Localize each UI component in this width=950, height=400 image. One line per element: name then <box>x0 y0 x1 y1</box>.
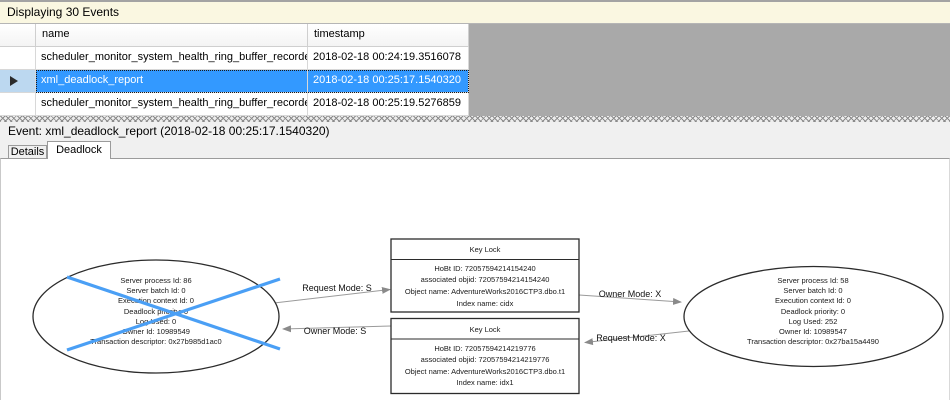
events-count-label: Displaying 30 Events <box>7 5 120 19</box>
process-line: Server batch Id: 0 <box>783 286 842 295</box>
resource-node-bottom[interactable]: Key Lock HoBt ID: 72057594214219776 asso… <box>390 317 580 395</box>
tab-details[interactable]: Details <box>8 145 47 158</box>
edge-owner-mode-s: Owner Mode: S <box>282 325 392 336</box>
grid-header-row: name timestamp <box>0 24 469 47</box>
grid-header-name[interactable]: name <box>36 24 308 47</box>
edge-request-mode-x: Request Mode: X <box>584 330 690 346</box>
selected-event-title: Event: xml_deadlock_report (2018-02-18 0… <box>8 124 330 138</box>
edge-label-owner-mode-x: Owner Mode: X <box>599 289 662 299</box>
edge-label-request-mode-s: Request Mode: S <box>302 283 372 293</box>
row-name-cell[interactable]: scheduler_monitor_system_health_ring_buf… <box>36 47 308 70</box>
process-line: Server process Id: 58 <box>777 276 848 285</box>
edge-request-mode-s: Request Mode: S <box>273 283 391 304</box>
process-ellipse[interactable] <box>683 265 944 368</box>
resource-node-top[interactable]: Key Lock HoBt ID: 72057594214154240 asso… <box>390 238 580 313</box>
row-timestamp-cell[interactable]: 2018-02-18 00:24:19.3516078 <box>308 47 469 70</box>
table-row-selected[interactable]: xml_deadlock_report 2018-02-18 00:25:17.… <box>0 70 469 93</box>
process-ellipse[interactable] <box>32 259 280 374</box>
current-row-indicator-icon <box>10 76 18 86</box>
edge-label-request-mode-x: Request Mode: X <box>596 333 666 343</box>
resource-line: associated objid: 72057594214154240 <box>421 275 550 284</box>
table-row[interactable]: scheduler_monitor_system_health_ring_buf… <box>0 47 469 70</box>
row-selector-cell[interactable] <box>0 47 36 70</box>
deadlock-graph: Request Mode: S Owner Mode: S Owner Mode… <box>32 238 944 395</box>
victim-cross-line <box>66 277 281 352</box>
resource-line: Object name: AdventureWorks2016CTP3.dbo.… <box>405 367 565 376</box>
process-line: Execution context Id: 0 <box>775 296 851 305</box>
process-line: Deadlock priority: 0 <box>781 307 845 316</box>
resource-line: Index name: idx1 <box>456 378 513 387</box>
row-name-cell[interactable]: xml_deadlock_report <box>36 70 308 93</box>
process-node-right[interactable]: Server process Id: 58 Server batch Id: 0… <box>683 265 944 368</box>
edge-line <box>578 294 682 305</box>
resource-title: Key Lock <box>470 325 501 334</box>
event-detail-tabs: Details Deadlock <box>0 141 950 159</box>
row-timestamp-cell[interactable]: 2018-02-18 00:25:17.1540320 <box>308 70 469 93</box>
edge-line <box>584 330 690 346</box>
process-node-victim[interactable]: Server process Id: 86 Server batch Id: 0… <box>32 259 281 374</box>
resource-line: associated objid: 72057594214219776 <box>421 355 550 364</box>
resource-rect[interactable] <box>390 317 580 395</box>
resource-rect[interactable] <box>390 238 580 313</box>
splitter-handle[interactable] <box>0 116 950 122</box>
edge-line <box>282 325 392 333</box>
row-name-cell[interactable]: scheduler_monitor_system_health_ring_buf… <box>36 93 308 116</box>
tab-deadlock[interactable]: Deadlock <box>47 141 111 159</box>
process-line: Server batch Id: 0 <box>126 286 185 295</box>
table-row[interactable]: scheduler_monitor_system_health_ring_buf… <box>0 93 469 116</box>
row-timestamp-cell[interactable]: 2018-02-18 00:25:19.5276859 <box>308 93 469 116</box>
edge-owner-mode-x: Owner Mode: X <box>578 289 682 305</box>
process-line: Server process Id: 86 <box>120 276 191 285</box>
resource-line: HoBt ID: 72057594214219776 <box>434 344 535 353</box>
edge-line <box>273 286 391 304</box>
resource-title: Key Lock <box>470 245 501 254</box>
process-line: Execution context Id: 0 <box>118 296 194 305</box>
process-line: Owner Id: 10989547 <box>779 327 847 336</box>
process-line: Owner Id: 10989549 <box>122 327 190 336</box>
events-grid: name timestamp scheduler_monitor_system_… <box>0 24 950 116</box>
resource-line: Index name: cidx <box>457 299 514 308</box>
process-line: Log Used: 252 <box>789 317 838 326</box>
process-line: Transaction descriptor: 0x27ba15a4490 <box>747 337 879 346</box>
process-line: Transaction descriptor: 0x27b985d1ac0 <box>90 337 221 346</box>
grid-header-selector-cell <box>0 24 36 47</box>
row-selector-cell[interactable] <box>0 70 36 93</box>
grid-header-timestamp[interactable]: timestamp <box>308 24 469 47</box>
resource-line: Object name: AdventureWorks2016CTP3.dbo.… <box>405 287 565 296</box>
process-line: Deadlock priority: 0 <box>124 307 188 316</box>
deadlock-graph-panel: Request Mode: S Owner Mode: S Owner Mode… <box>0 158 950 400</box>
resource-line: HoBt ID: 72057594214154240 <box>434 264 535 273</box>
row-selector-cell[interactable] <box>0 93 36 116</box>
events-count-bar: Displaying 30 Events <box>0 0 950 24</box>
edge-label-owner-mode-s: Owner Mode: S <box>304 326 367 336</box>
